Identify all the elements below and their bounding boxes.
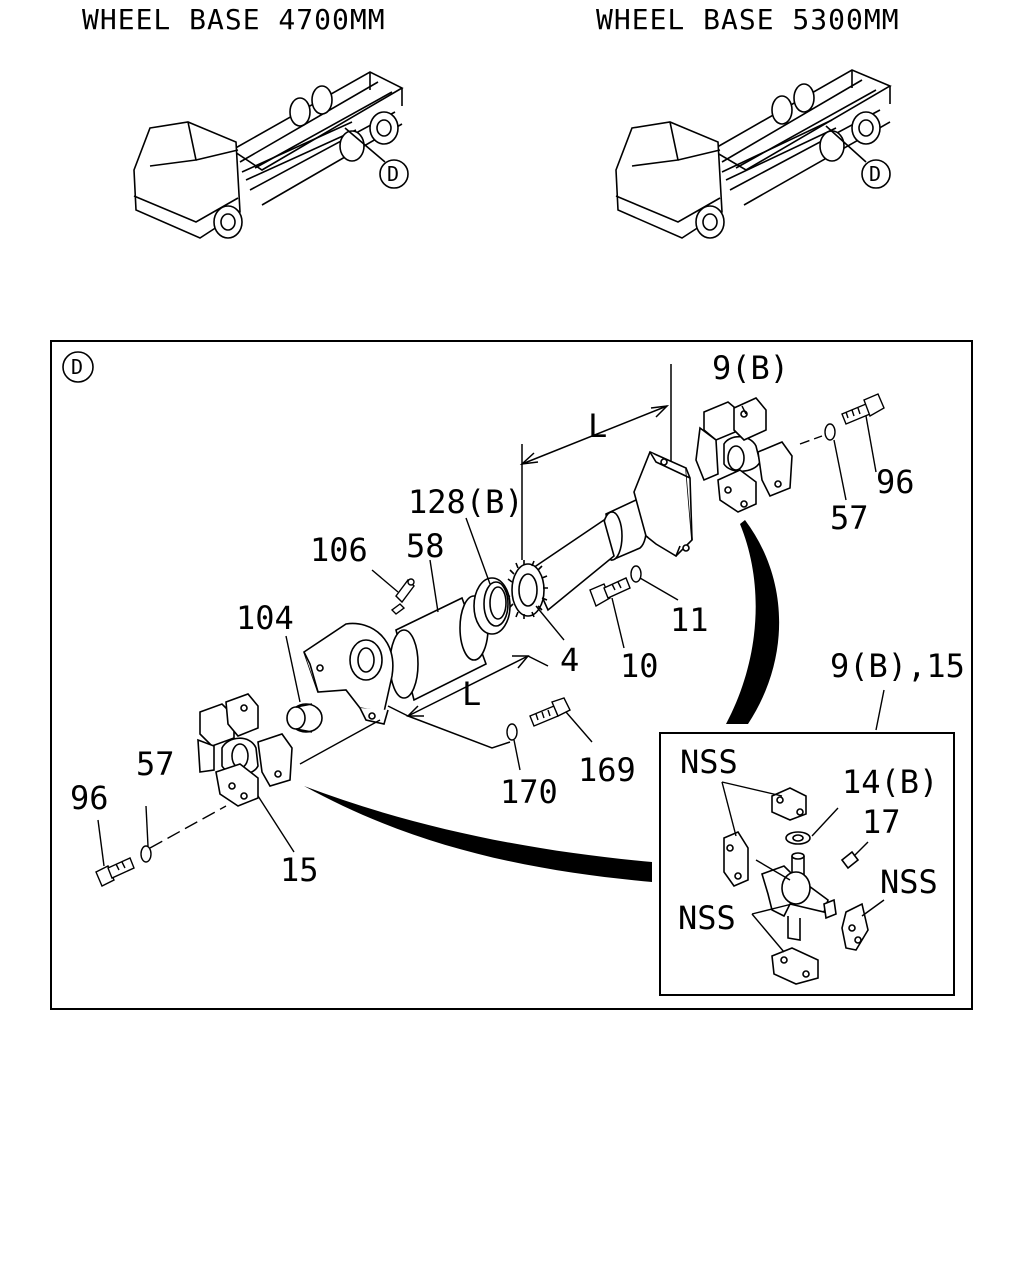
wheel-base-5300-label: WHEEL BASE 5300MM [596,3,900,36]
washer-part-57-top [825,424,835,440]
callout-106: 106 [310,531,368,569]
detail-marker-truck-1: D [387,162,400,186]
dimension-label-l-top: L [588,407,608,445]
inset-label-nss-right: NSS [880,863,938,901]
detail-marker-circle [63,352,93,382]
universal-joint-bottom [198,694,292,806]
curved-arrow-lower [304,786,652,882]
detail-marker-box: D [71,355,84,379]
dimension-l-bottom [388,656,548,748]
bolt-part-96-bottom [96,858,134,886]
callout-58: 58 [406,527,445,565]
bolt-part-10 [590,578,630,606]
centerline-top [800,436,822,444]
seal-ring-part-128b [474,578,510,634]
splined-yoke-part-4 [505,452,692,619]
callout-15: 15 [280,851,319,889]
callout-9b-top: 9(B) [712,349,790,387]
callout-169: 169 [578,751,636,789]
callout-9b-15: 9(B),15 [830,647,965,685]
inset-label-nss-bottom: NSS [678,899,736,937]
grease-fitting-part-106 [392,579,414,614]
wheel-base-4700-label: WHEEL BASE 4700MM [82,3,386,36]
callout-96-bottom: 96 [70,779,109,817]
washer-part-57-bottom [141,846,151,862]
detail-marker-truck-2: D [869,162,882,186]
inset-spider-assembly [724,788,868,984]
washer-part-170 [507,724,517,740]
callout-170: 170 [500,773,558,811]
universal-joint-top [696,398,792,512]
callout-96-top: 96 [876,463,915,501]
detail-box [51,341,972,1009]
bolt-part-96-top [842,394,884,424]
callout-104: 104 [236,599,294,637]
truck-illustration-4700 [134,72,408,238]
bolt-part-169 [530,698,570,726]
dimension-l-top [522,364,671,560]
dimension-label-l-bottom: L [462,675,482,713]
truck-illustration-5300 [616,70,890,238]
centerline-mid [300,720,380,764]
centerline-bottom [150,806,226,848]
inset-label-nss-top: NSS [680,743,738,781]
inset-callout-14b: 14(B) [842,763,939,801]
bushing-part-104 [287,704,322,732]
curved-arrow-upper [726,520,780,724]
washer-part-11 [631,566,641,582]
callout-4: 4 [560,641,580,679]
callout-57-bottom: 57 [136,745,175,783]
callout-128b: 128(B) [408,483,524,521]
callout-11: 11 [670,601,709,639]
inset-box [660,733,954,995]
slip-yoke [304,623,393,724]
inset-callout-17: 17 [862,803,901,841]
callout-57-top: 57 [830,499,869,537]
callout-10: 10 [620,647,659,685]
leader-lines [98,406,884,952]
